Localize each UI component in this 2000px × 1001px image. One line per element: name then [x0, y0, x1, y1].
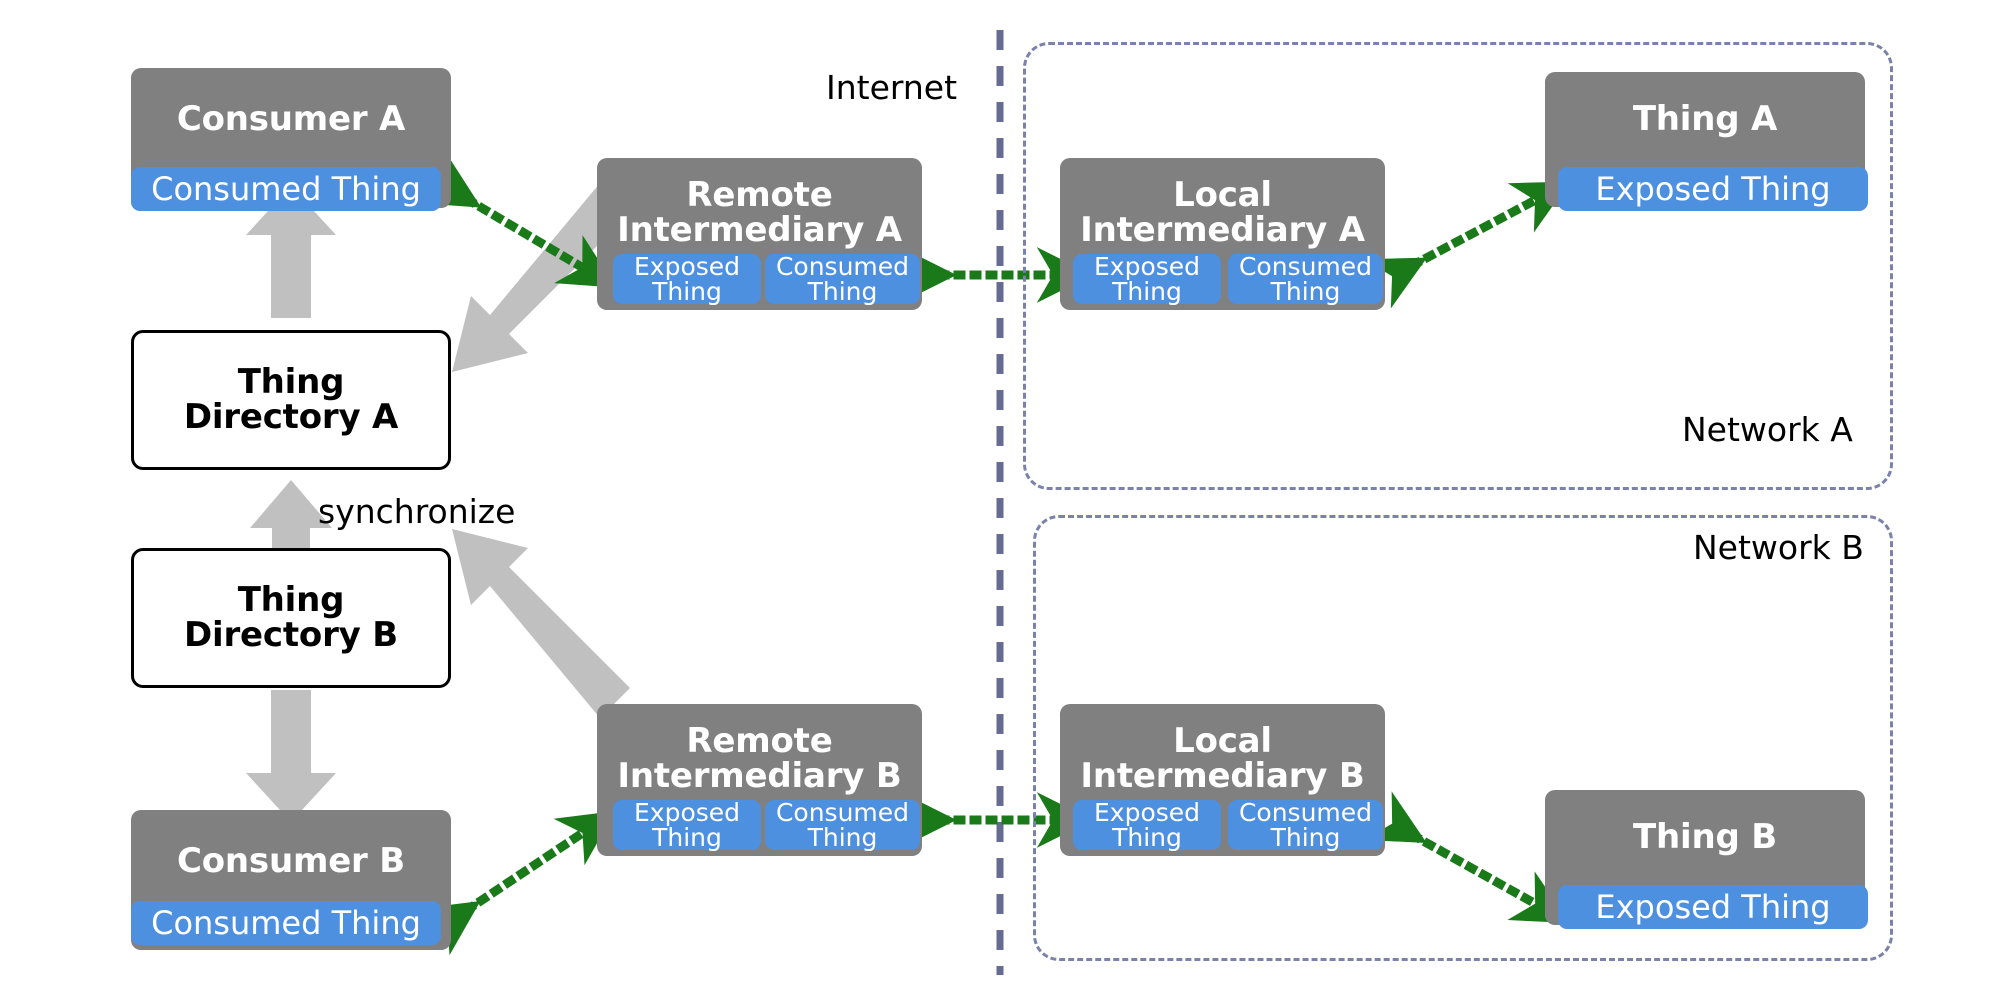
- thing-a-title: Thing A: [1632, 99, 1778, 139]
- local-intermediary-b-consumed-thing-chip[interactable]: Consumed Thing: [1228, 800, 1383, 850]
- thing-directory-b-title: Thing Directory B: [184, 580, 398, 655]
- consumer-a-consumed-thing-chip[interactable]: Consumed Thing: [131, 167, 441, 211]
- remote-intermediary-a-exposed-thing-chip[interactable]: Exposed Thing: [613, 254, 761, 304]
- node-thing-directory-b[interactable]: Thing Directory B: [131, 548, 451, 688]
- local-intermediary-b-title: Local Intermediary B: [1080, 721, 1365, 796]
- local-intermediary-a-title: Local Intermediary A: [1080, 175, 1365, 250]
- local-intermediary-a-exposed-thing-chip[interactable]: Exposed Thing: [1073, 254, 1221, 304]
- consumer-b-title: Consumer B: [177, 841, 405, 881]
- thing-b-title: Thing B: [1633, 817, 1777, 857]
- internet-label: Internet: [826, 68, 958, 107]
- thing-b-exposed-thing-chip[interactable]: Exposed Thing: [1558, 885, 1868, 929]
- consumer-a-title: Consumer A: [176, 99, 406, 139]
- network-region-a: [1023, 42, 1893, 490]
- arrow-remote-b-to-directory-b: [452, 529, 630, 718]
- network-a-label: Network A: [1682, 410, 1853, 449]
- arrow-directory-a-to-consumer-a: [246, 186, 336, 318]
- thing-directory-a-title: Thing Directory A: [183, 362, 399, 437]
- network-region-b: [1033, 515, 1893, 961]
- remote-intermediary-b-exposed-thing-chip[interactable]: Exposed Thing: [613, 800, 761, 850]
- link-consumer-b-remote-b: [418, 811, 616, 956]
- node-thing-directory-a[interactable]: Thing Directory A: [131, 330, 451, 470]
- local-intermediary-b-exposed-thing-chip[interactable]: Exposed Thing: [1073, 800, 1221, 850]
- link-local-a-thing-a: [1364, 181, 1571, 309]
- thing-a-exposed-thing-chip[interactable]: Exposed Thing: [1558, 167, 1868, 211]
- link-local-b-thing-b: [1364, 791, 1570, 923]
- network-b-label: Network B: [1693, 528, 1864, 567]
- synchronize-label: synchronize: [318, 492, 516, 531]
- remote-intermediary-a-title: Remote Intermediary A: [617, 175, 902, 250]
- remote-intermediary-b-title: Remote Intermediary B: [617, 721, 902, 796]
- consumer-b-consumed-thing-chip[interactable]: Consumed Thing: [131, 901, 441, 945]
- link-consumer-a-remote-a: [419, 155, 617, 288]
- local-intermediary-a-consumed-thing-chip[interactable]: Consumed Thing: [1228, 254, 1383, 304]
- arrow-directory-b-to-consumer-b: [246, 690, 336, 822]
- remote-intermediary-b-consumed-thing-chip[interactable]: Consumed Thing: [765, 800, 920, 850]
- remote-intermediary-a-consumed-thing-chip[interactable]: Consumed Thing: [765, 254, 920, 304]
